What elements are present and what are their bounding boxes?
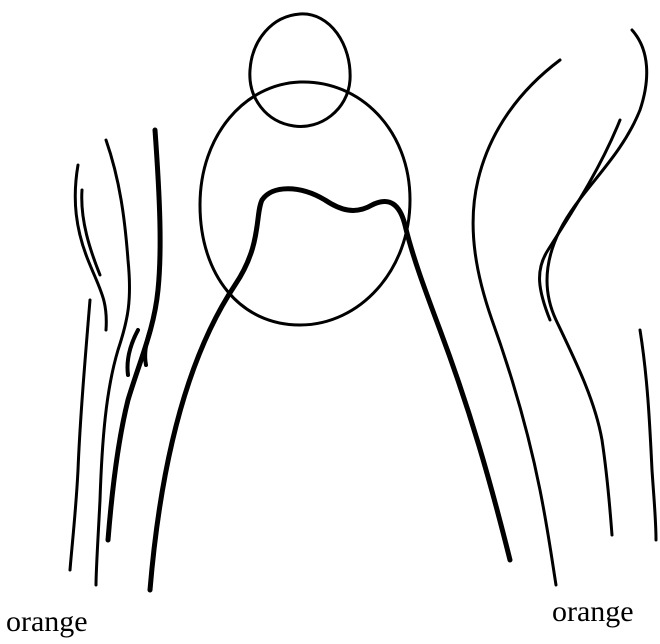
left-label: orange [6, 607, 88, 637]
small-circle [250, 14, 350, 127]
left-stroke-7 [145, 330, 150, 365]
left-stroke-2 [82, 190, 100, 275]
right-label: orange [552, 597, 634, 627]
left-stroke-3 [96, 140, 130, 585]
right-stroke-1 [473, 60, 560, 585]
arch-shape [150, 189, 510, 590]
right-stroke-3 [540, 120, 620, 320]
right-stroke-4 [640, 330, 656, 540]
left-stroke-5 [70, 300, 90, 570]
right-stroke-2 [547, 30, 647, 535]
